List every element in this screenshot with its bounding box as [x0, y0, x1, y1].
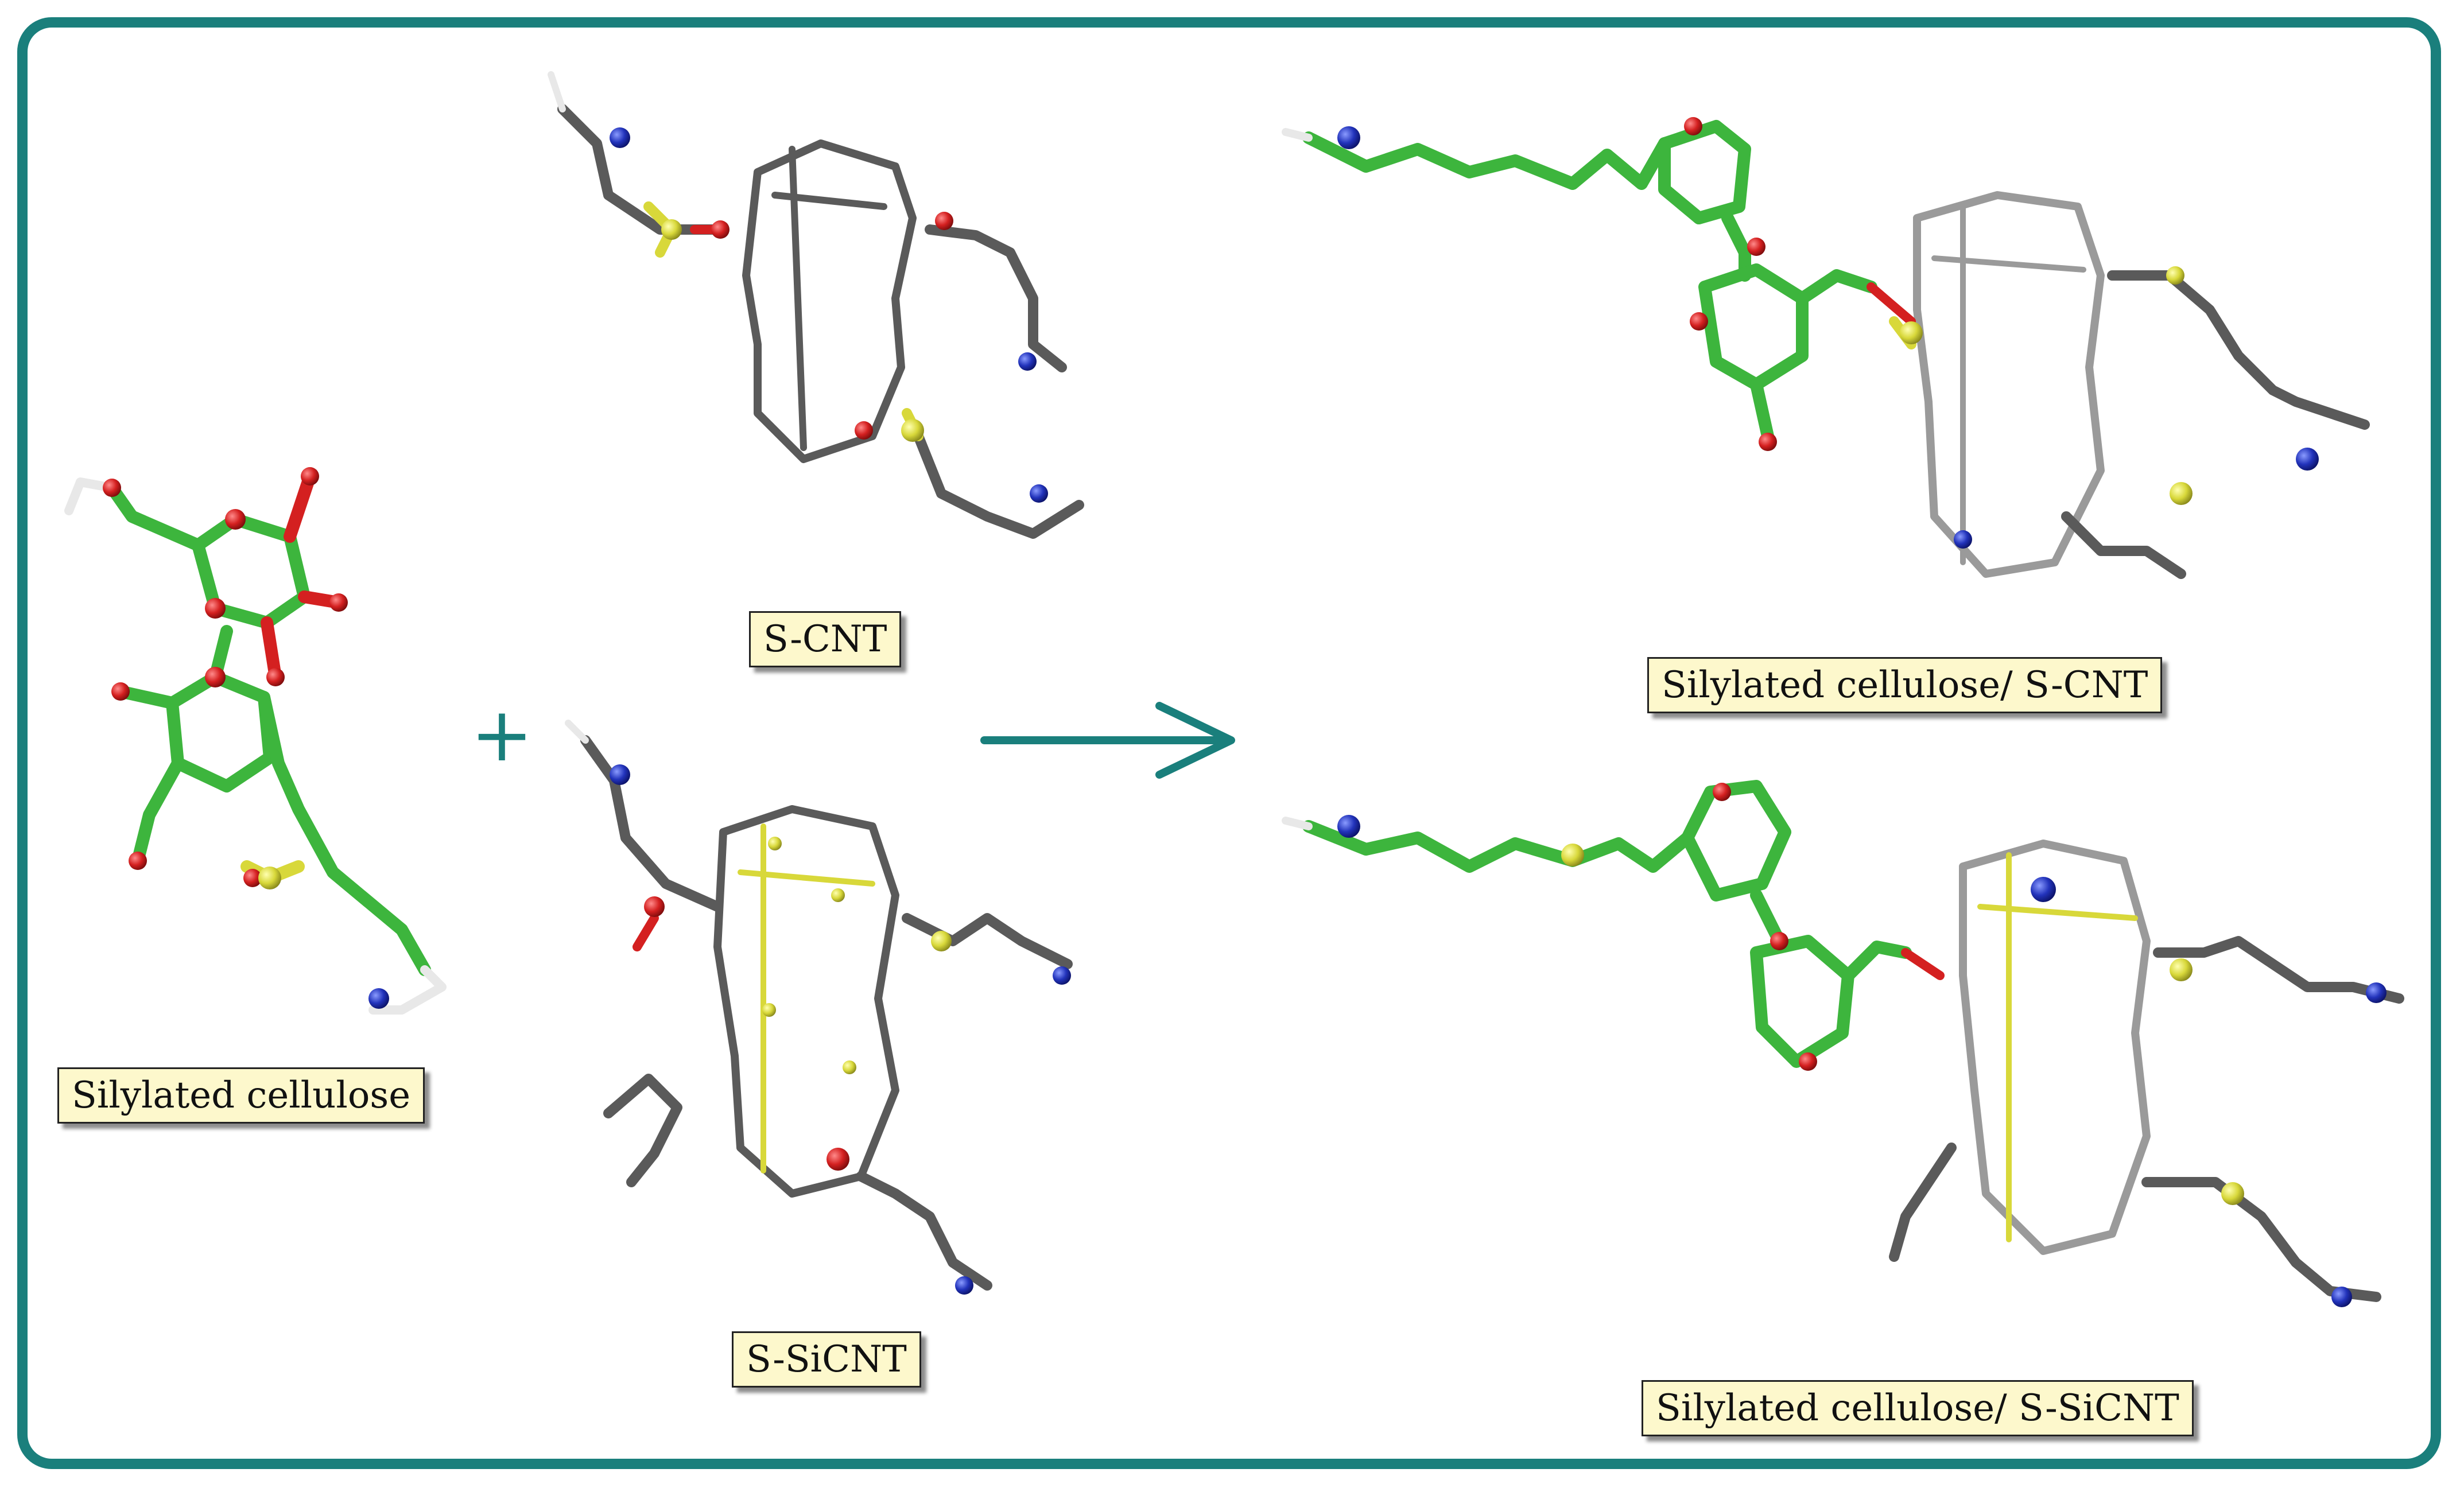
s-sicnt-molecule [565, 720, 1073, 1295]
arrow-right-icon [980, 702, 1235, 779]
cellulose-scnt-complex [1282, 117, 2370, 579]
label-s-sicnt: S-SiCNT [732, 1331, 921, 1388]
label-silylated-cellulose: Silylated cellulose [57, 1067, 425, 1124]
label-cellulose-ssicnt: Silylated cellulose/ S-SiCNT [1642, 1380, 2194, 1436]
plus-operator: + [471, 691, 533, 778]
label-cellulose-scnt: Silylated cellulose/ S-CNT [1647, 657, 2163, 713]
cellulose-ssicnt-complex [1282, 780, 2404, 1307]
s-cnt-molecule [548, 71, 1084, 539]
label-s-cnt: S-CNT [749, 611, 902, 667]
silylated-cellulose-molecule [64, 467, 447, 1015]
